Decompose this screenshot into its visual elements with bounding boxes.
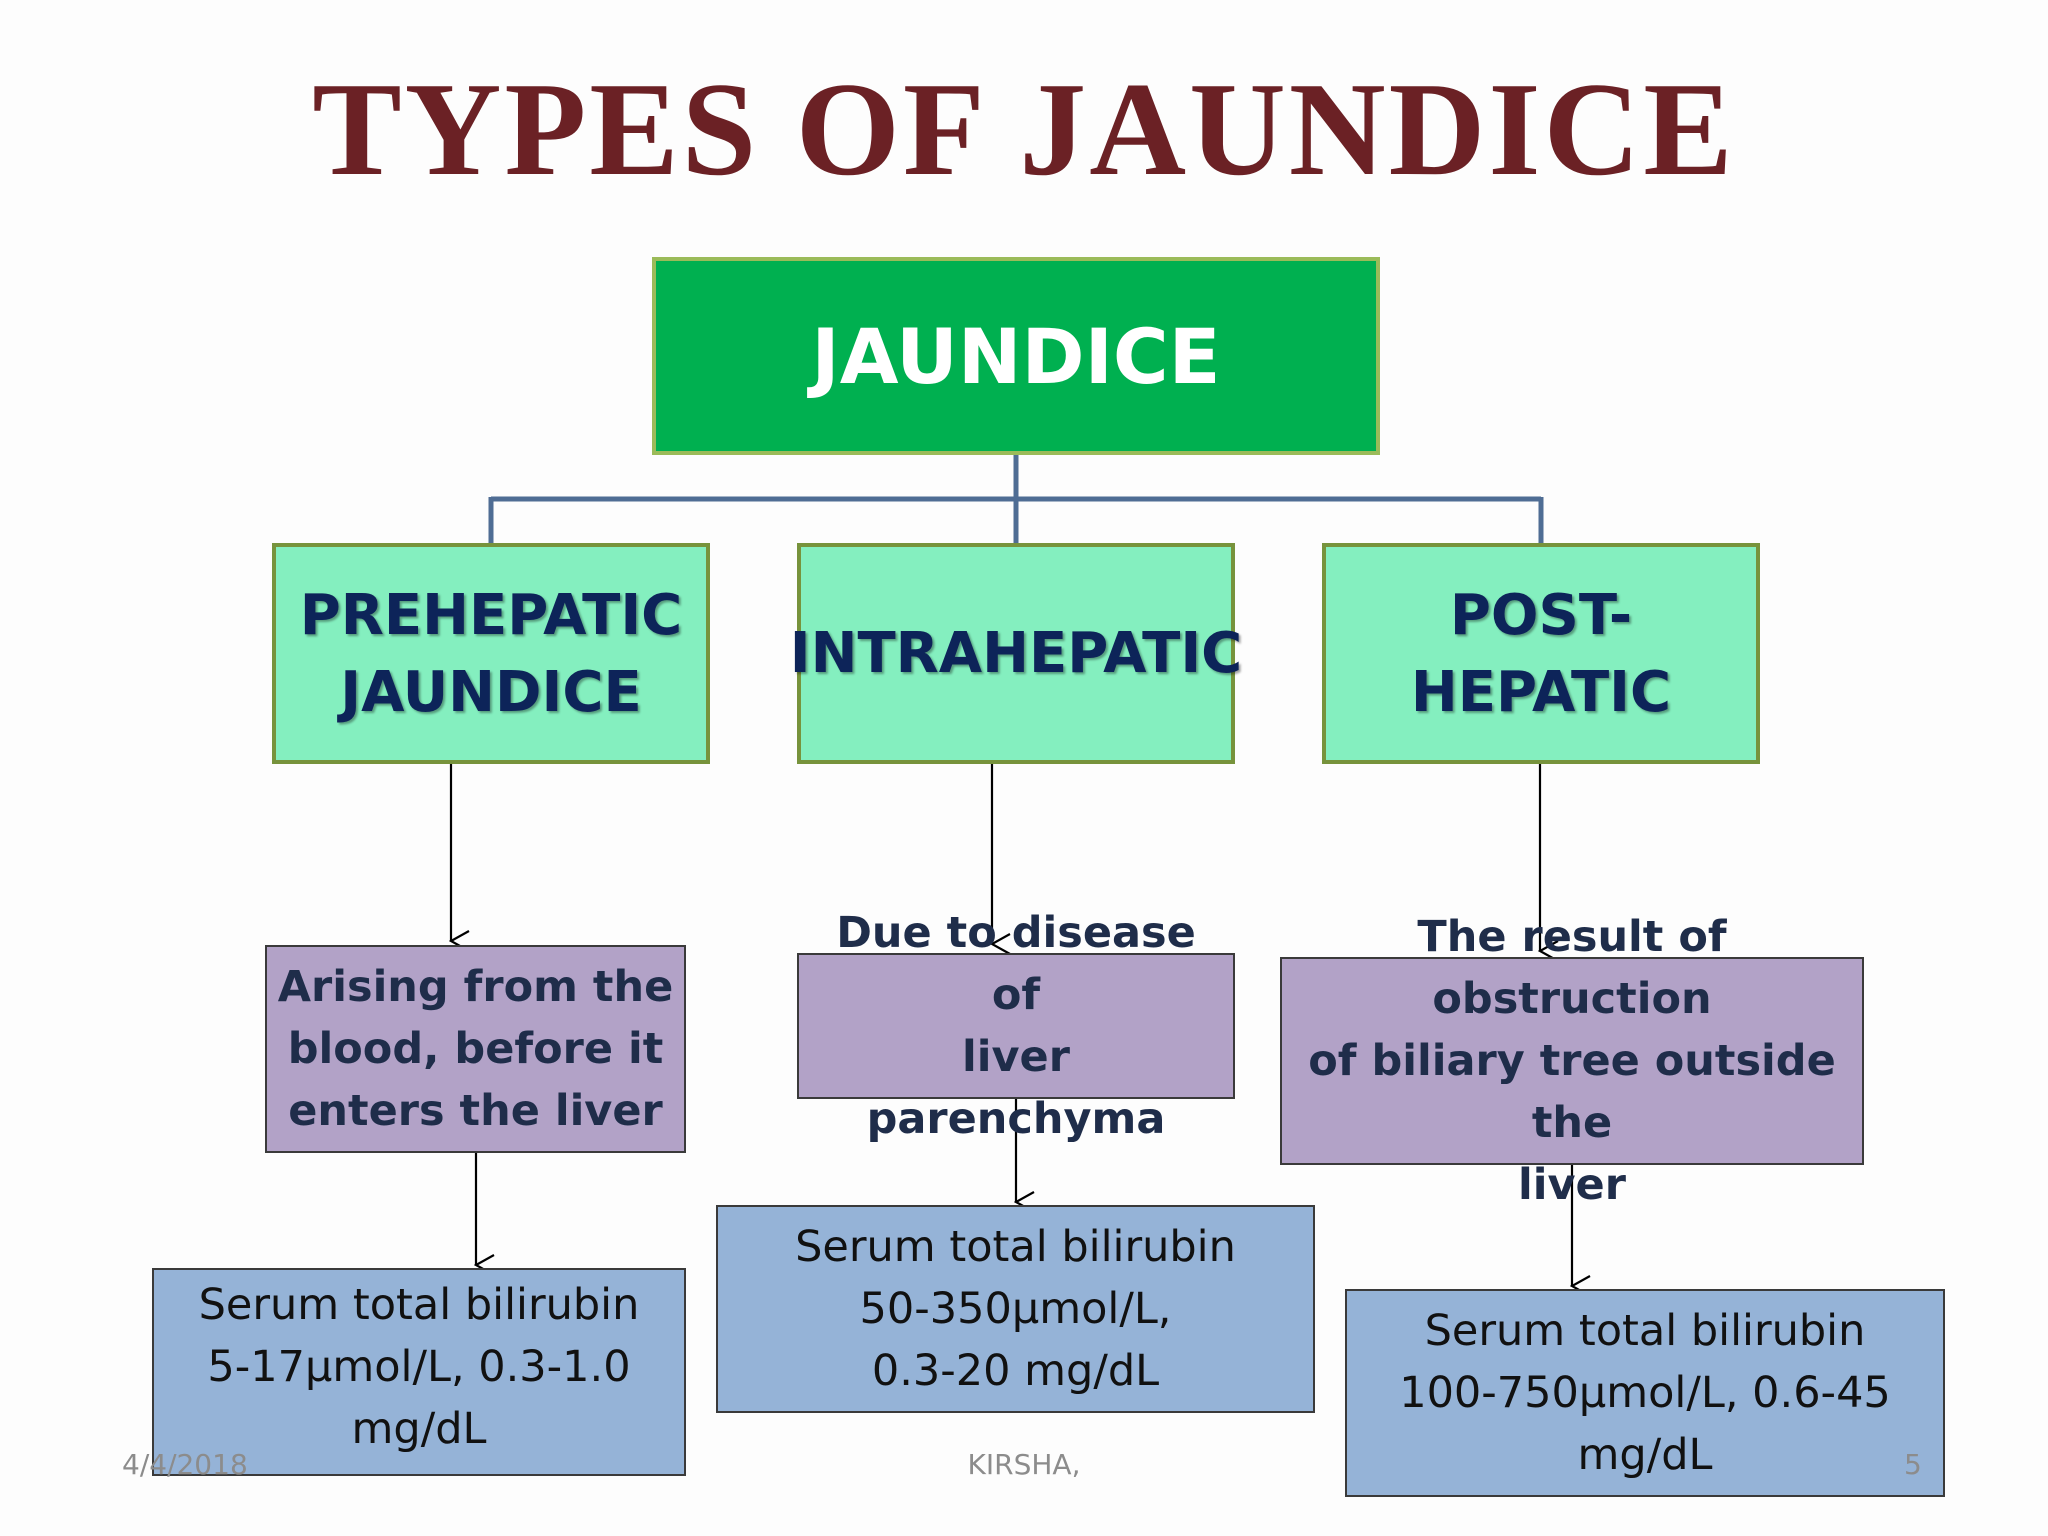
bilirubin-line: 5-17μmol/L, 0.3-1.0	[207, 1342, 631, 1392]
description-line: The result of obstruction	[1417, 912, 1727, 1024]
type-label-line: POST-HEPATIC	[1410, 582, 1672, 725]
bilirubin-line: 100-750μmol/L, 0.6-45	[1399, 1368, 1891, 1418]
bilirubin-line: mg/dL	[1577, 1430, 1713, 1480]
description-line: Arising from the	[277, 962, 674, 1012]
description-line: liver	[1518, 1160, 1626, 1210]
slide-title: TYPES OF JAUNDICE	[312, 55, 1736, 203]
description-line: blood, before it	[287, 1024, 664, 1074]
type-label-line: JAUNDICE	[340, 659, 642, 725]
description-line: Due to disease of	[836, 908, 1196, 1020]
bilirubin-line: 0.3-20 mg/dL	[871, 1346, 1160, 1396]
description-line: of biliary tree outside the	[1308, 1036, 1836, 1148]
bilirubin-line: 50-350μmol/L,	[859, 1284, 1172, 1334]
type-label-line: INTRAHEPATIC	[789, 621, 1243, 686]
type-label-line: PREHEPATIC	[299, 582, 683, 648]
type-node-intrahepatic: INTRAHEPATIC	[790, 543, 1242, 764]
bilirubin-line: Serum total bilirubin	[198, 1280, 640, 1330]
description-line: liver parenchyma	[866, 1032, 1166, 1144]
bilirubin-node-prehepatic: Serum total bilirubin 5-17μmol/L, 0.3-1.…	[152, 1268, 686, 1476]
description-node-posthepatic: The result of obstruction of biliary tre…	[1280, 912, 1864, 1210]
description-node-intrahepatic: Due to disease of liver parenchyma	[797, 908, 1235, 1144]
footer-date: 4/4/2018	[122, 1448, 248, 1481]
footer-page-number: 5	[1904, 1448, 1922, 1481]
type-node-posthepatic: POST-HEPATIC	[1322, 543, 1760, 764]
root-node-jaundice: JAUNDICE	[652, 257, 1380, 455]
bilirubin-line: Serum total bilirubin	[795, 1222, 1236, 1272]
description-line: enters the liver	[288, 1086, 663, 1136]
bilirubin-line: mg/dL	[351, 1404, 487, 1454]
description-node-prehepatic: Arising from the blood, before it enters…	[265, 945, 686, 1153]
root-label: JAUNDICE	[811, 311, 1221, 401]
footer-author: KIRSHA,	[967, 1448, 1081, 1481]
bilirubin-node-posthepatic: Serum total bilirubin 100-750μmol/L, 0.6…	[1345, 1289, 1945, 1497]
bilirubin-line: Serum total bilirubin	[1424, 1306, 1866, 1356]
type-node-prehepatic: PREHEPATIC JAUNDICE	[272, 543, 710, 764]
bilirubin-node-intrahepatic: Serum total bilirubin 50-350μmol/L, 0.3-…	[716, 1205, 1315, 1413]
